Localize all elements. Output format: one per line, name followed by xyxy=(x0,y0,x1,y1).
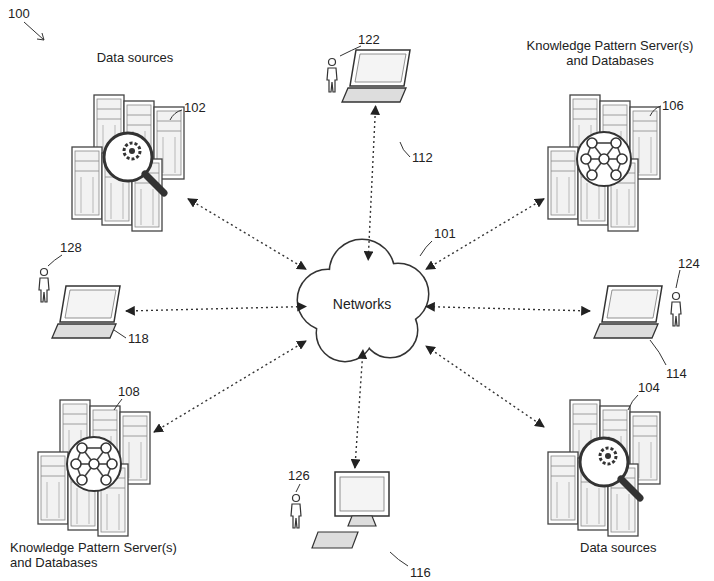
network-link xyxy=(368,106,375,260)
network-link xyxy=(426,199,544,269)
callout-number: 128 xyxy=(60,240,82,255)
network-link xyxy=(188,199,306,269)
callout-number: 101 xyxy=(434,226,456,241)
callout-number: 118 xyxy=(128,331,149,346)
node-label: Data sources xyxy=(80,50,190,65)
callout-number: 100 xyxy=(8,6,30,21)
data-source-cluster: 104Data sources xyxy=(548,400,660,536)
client-laptop: 112 xyxy=(342,50,412,102)
callout-number: 106 xyxy=(662,98,684,113)
callout-number: 122 xyxy=(358,32,380,47)
client-laptop: 114 xyxy=(594,286,664,338)
callout-number: 108 xyxy=(118,384,140,399)
client-laptop: 118 xyxy=(52,286,122,338)
network-link xyxy=(426,346,544,427)
data-source-cluster: Data sources102 xyxy=(72,95,184,231)
network-link xyxy=(154,341,306,432)
knowledge-server-cluster: Knowledge Pattern Server(s) and Database… xyxy=(548,95,660,231)
client-computer: 116 xyxy=(312,472,392,550)
node-label: Data sources xyxy=(580,540,690,555)
callout-number: 116 xyxy=(410,565,431,580)
callout-number: 124 xyxy=(678,256,700,271)
callout-number: 102 xyxy=(184,100,206,115)
network-link xyxy=(426,307,590,311)
callout-number: 114 xyxy=(666,366,687,381)
callout-number: 112 xyxy=(412,150,433,165)
callout-number: 126 xyxy=(288,468,310,483)
network-link xyxy=(355,350,363,468)
network-link xyxy=(126,307,306,312)
network-cloud: Networks101 xyxy=(308,262,424,348)
node-label: Knowledge Pattern Server(s) and Database… xyxy=(10,540,195,570)
node-label: Knowledge Pattern Server(s) and Database… xyxy=(520,38,700,68)
node-label: Networks xyxy=(308,297,416,312)
callout-number: 104 xyxy=(638,380,660,395)
knowledge-server-cluster: 108Knowledge Pattern Server(s) and Datab… xyxy=(38,400,150,536)
